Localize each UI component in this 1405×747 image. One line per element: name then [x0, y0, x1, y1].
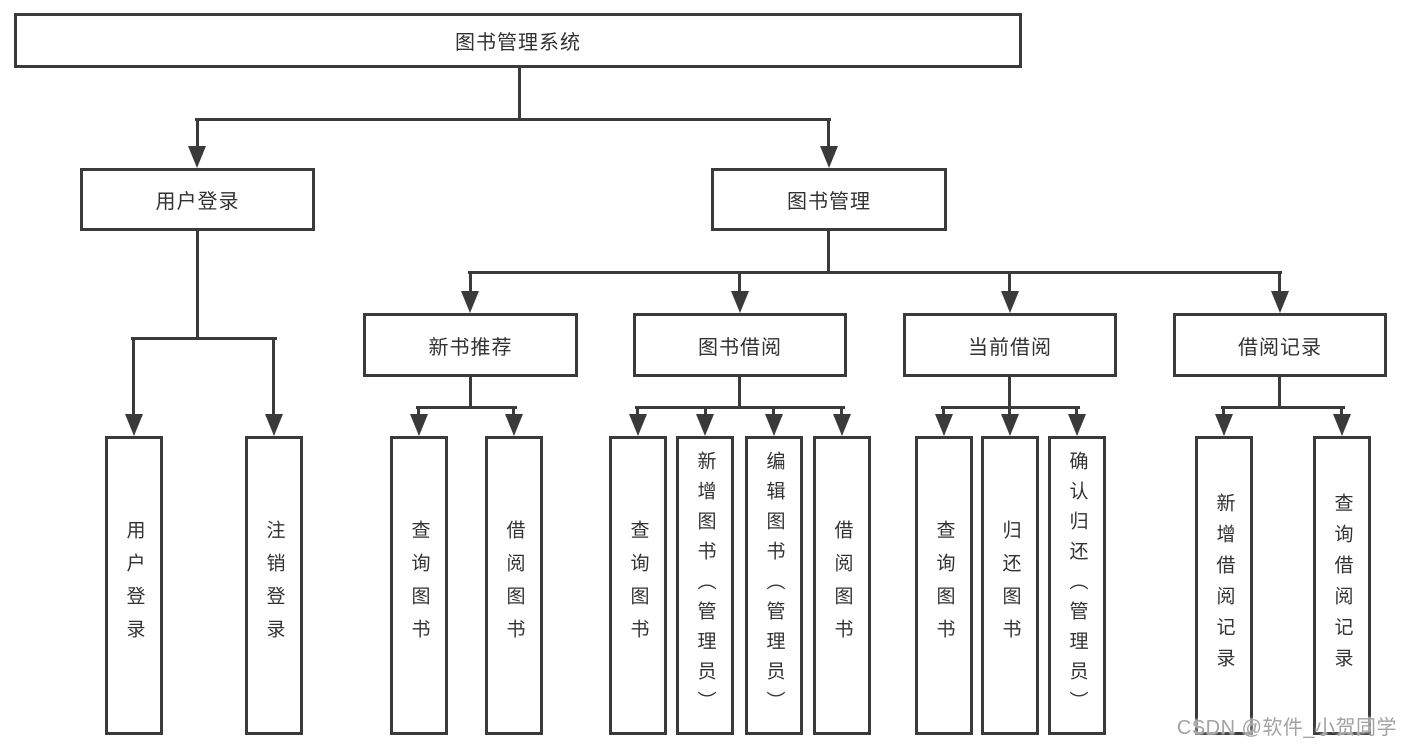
- connector-current-borrow-child2-stem: [1008, 409, 1011, 414]
- leaf-user-login-label: 用户登录: [123, 519, 145, 652]
- connector-book-borrow-child3-stem: [772, 409, 775, 414]
- leaf-add-books-admin: 新增图书（管理员）: [676, 436, 734, 735]
- connector-to-book-management-stem: [827, 121, 830, 146]
- leaf-query-books-current: 查询图书: [915, 436, 973, 735]
- connector-book-management-stem: [827, 231, 830, 271]
- leaf-query-books-borrow: 查询图书: [609, 436, 667, 735]
- leaf-query-borrow-record-label: 查询借阅记录: [1331, 492, 1353, 679]
- connector-borrow-record-child1-stem: [1222, 409, 1225, 414]
- connector-current-borrow-child3-stem: [1075, 409, 1078, 414]
- connector-book-management-hline: [468, 271, 1282, 274]
- watermark: CSDN @软件_小贺同学: [1176, 717, 1397, 739]
- node-current-borrow: 当前借阅: [903, 313, 1117, 377]
- node-root: 图书管理系统: [14, 13, 1022, 68]
- arrowhead-book-management: [820, 146, 838, 168]
- connector-book-borrow-child1-stem: [636, 409, 639, 414]
- connector-to-leaf-logout-stem: [272, 340, 275, 414]
- arrowhead-user-login: [188, 146, 206, 168]
- leaf-borrow-books-label: 借阅图书: [831, 519, 853, 652]
- node-user-login-label: 用户登录: [155, 191, 240, 213]
- leaf-edit-books-admin: 编辑图书（管理员）: [745, 436, 803, 735]
- connector-to-book-borrow-stem: [738, 274, 741, 291]
- arrowhead-edit-books-admin: [765, 414, 783, 436]
- connector-to-leaf-login-stem: [132, 340, 135, 414]
- leaf-confirm-return-admin: 确认归还（管理员）: [1048, 436, 1106, 735]
- connector-new-book-child1-stem: [417, 409, 420, 414]
- connector-root-stem: [518, 68, 521, 118]
- connector-current-borrow-stem2: [1008, 377, 1011, 406]
- node-borrow-record: 借阅记录: [1173, 313, 1387, 377]
- node-book-borrow-label: 图书借阅: [698, 336, 782, 359]
- node-new-book-recommend-label: 新书推荐: [428, 336, 513, 359]
- arrowhead-query-books-borrow: [629, 414, 647, 436]
- leaf-add-borrow-record: 新增借阅记录: [1195, 436, 1253, 735]
- leaf-query-books-recommend: 查询图书: [390, 436, 448, 735]
- connector-user-login-stem: [196, 231, 199, 337]
- connector-to-user-login-stem: [196, 121, 199, 146]
- arrowhead-query-books-current: [935, 414, 953, 436]
- connector-user-login-hline: [131, 337, 277, 340]
- arrowhead-current-borrow: [1001, 291, 1019, 313]
- leaf-logout-label: 注销登录: [263, 519, 285, 652]
- leaf-confirm-return-admin-label: 确认归还（管理员）: [1066, 450, 1088, 721]
- arrowhead-query-borrow-record: [1333, 414, 1351, 436]
- leaf-add-books-admin-label: 新增图书（管理员）: [694, 450, 716, 721]
- arrowhead-query-books-recommend: [410, 414, 428, 436]
- arrowhead-leaf-login: [125, 414, 143, 436]
- leaf-edit-books-admin-label: 编辑图书（管理员）: [763, 450, 785, 721]
- node-book-management-label: 图书管理: [787, 191, 871, 213]
- node-root-label: 图书管理系统: [455, 32, 581, 54]
- connector-book-borrow-child4-stem: [840, 409, 843, 414]
- node-user-login: 用户登录: [80, 168, 315, 231]
- connector-new-book-stem: [469, 377, 472, 406]
- connector-root-hline: [195, 118, 831, 121]
- node-current-borrow-label: 当前借阅: [968, 336, 1052, 359]
- arrowhead-new-book-recommend: [461, 291, 479, 313]
- arrowhead-borrow-books: [833, 414, 851, 436]
- leaf-borrow-books-recommend-label: 借阅图书: [503, 519, 525, 652]
- arrowhead-add-borrow-record: [1215, 414, 1233, 436]
- connector-new-book-hline: [416, 406, 517, 409]
- arrowhead-confirm-return-admin: [1068, 414, 1086, 436]
- connector-book-borrow-hline: [635, 406, 845, 409]
- leaf-borrow-books: 借阅图书: [813, 436, 871, 735]
- connector-new-book-child2-stem: [512, 409, 515, 414]
- leaf-borrow-books-recommend: 借阅图书: [485, 436, 543, 735]
- connector-to-borrow-record-stem: [1278, 274, 1281, 291]
- connector-current-borrow-hline: [941, 406, 1080, 409]
- connector-borrow-record-child2-stem: [1340, 409, 1343, 414]
- arrowhead-leaf-logout: [265, 414, 283, 436]
- leaf-query-borrow-record: 查询借阅记录: [1313, 436, 1371, 735]
- node-borrow-record-label: 借阅记录: [1238, 336, 1322, 359]
- leaf-query-books-current-label: 查询图书: [933, 519, 955, 652]
- arrowhead-book-borrow: [731, 291, 749, 313]
- connector-book-borrow-child2-stem: [704, 409, 707, 414]
- leaf-return-books: 归还图书: [981, 436, 1039, 735]
- arrowhead-borrow-record: [1271, 291, 1289, 313]
- connector-book-borrow-stem2: [738, 377, 741, 406]
- leaf-logout: 注销登录: [245, 436, 303, 735]
- connector-to-new-book-stem: [469, 274, 472, 291]
- leaf-query-books-borrow-label: 查询图书: [627, 519, 649, 652]
- leaf-query-books-recommend-label: 查询图书: [408, 519, 430, 652]
- connector-to-current-borrow-stem: [1008, 274, 1011, 291]
- leaf-user-login: 用户登录: [105, 436, 163, 735]
- connector-borrow-record-hline: [1221, 406, 1345, 409]
- leaf-return-books-label: 归还图书: [999, 519, 1021, 652]
- connector-current-borrow-child1-stem: [942, 409, 945, 414]
- arrowhead-add-books-admin: [696, 414, 714, 436]
- node-new-book-recommend: 新书推荐: [363, 313, 578, 377]
- node-book-borrow: 图书借阅: [633, 313, 847, 377]
- node-book-management: 图书管理: [711, 168, 947, 231]
- arrowhead-borrow-books-recommend: [505, 414, 523, 436]
- leaf-add-borrow-record-label: 新增借阅记录: [1213, 492, 1235, 679]
- arrowhead-return-books: [1001, 414, 1019, 436]
- connector-borrow-record-stem2: [1278, 377, 1281, 406]
